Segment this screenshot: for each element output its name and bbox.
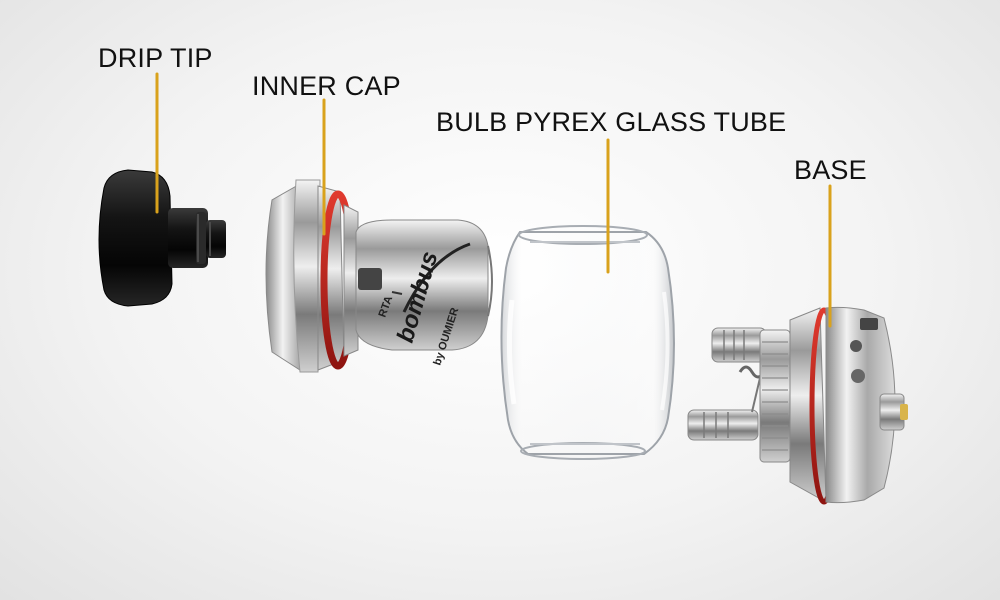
glass-tube-part [500, 225, 675, 460]
callout-label-inner-cap: INNER CAP [252, 71, 401, 101]
base-part [687, 306, 908, 505]
drip-tip-part [98, 169, 226, 307]
callout-label-bulb-pyrex-glass-tube: BULB PYREX GLASS TUBE [436, 107, 787, 137]
callout-label-base: BASE [794, 155, 867, 185]
callout-label-drip-tip: DRIP TIP [98, 43, 213, 73]
leader-lines [155, 72, 832, 328]
inner-cap-part: RTA bombus by OUMIER [265, 179, 493, 373]
